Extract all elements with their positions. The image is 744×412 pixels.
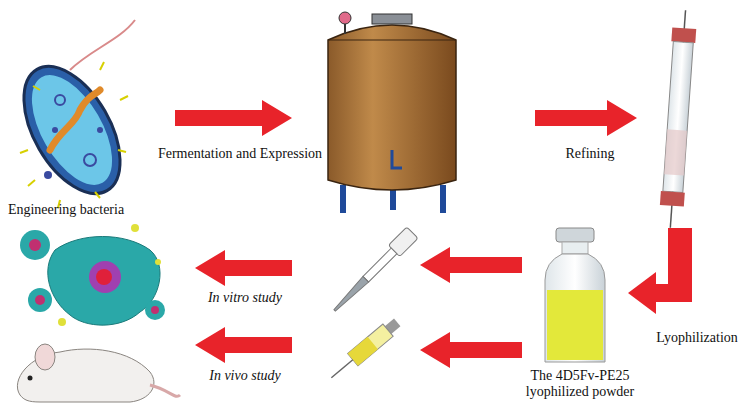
step-label: Engineering bacteria (0, 202, 132, 218)
chromatography-column (658, 9, 697, 228)
step-label: Lyophilization (652, 330, 742, 346)
fermenter-tank (328, 12, 456, 213)
cell-icons (20, 224, 165, 326)
pipette-icon (329, 227, 418, 316)
vial-icon (545, 228, 605, 362)
bacterium-icon (4, 20, 140, 210)
step-label: The 4D5Fv-PE25 lyophilized powder (515, 368, 645, 400)
mouse-icon (17, 344, 180, 402)
syringe-icon (326, 316, 402, 384)
step-label: In vivo study (190, 368, 300, 384)
step-label: Refining (540, 146, 640, 162)
step-label: Fermentation and Expression (140, 146, 340, 162)
step-label: In vitro study (190, 290, 300, 306)
